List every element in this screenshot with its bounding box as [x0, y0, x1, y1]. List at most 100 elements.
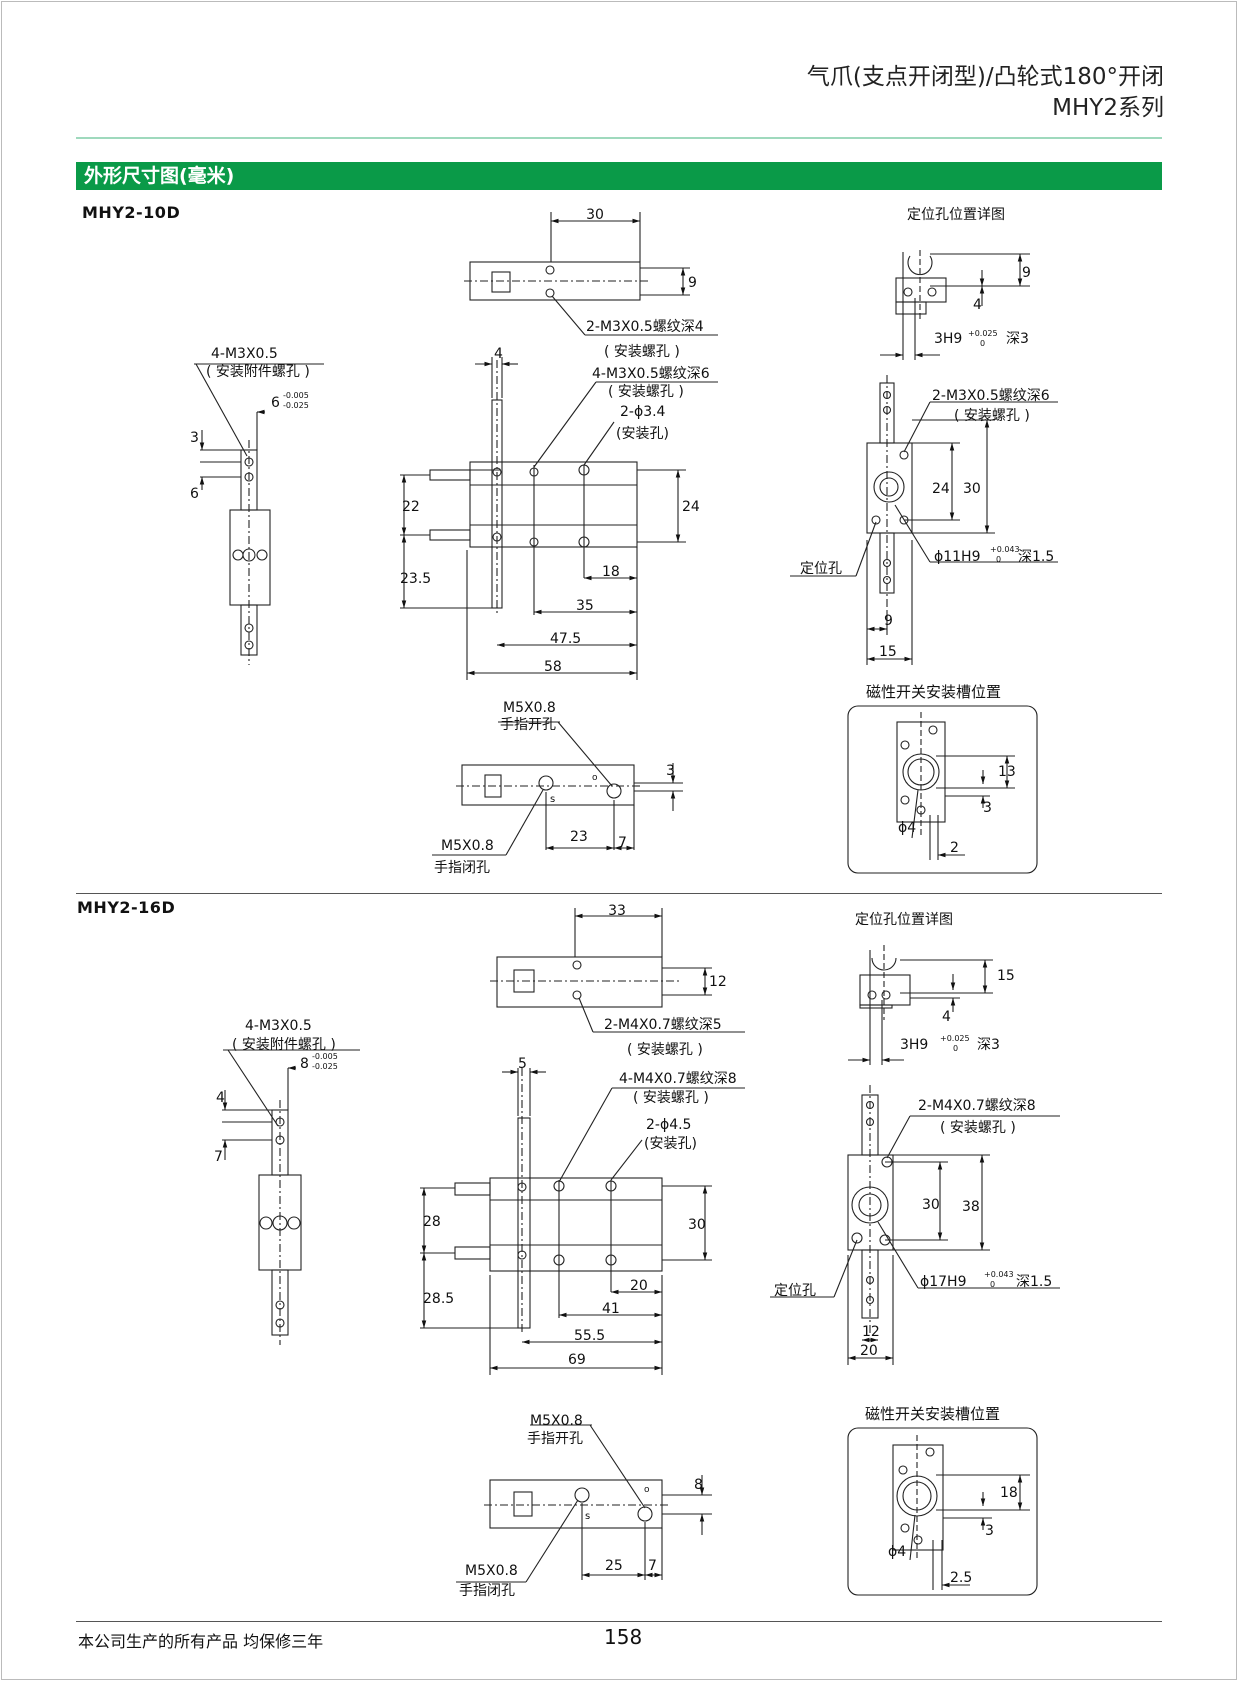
- open-thread-16d: M5X0.8: [530, 1413, 583, 1429]
- detail-view-16d: [848, 945, 993, 1065]
- model-title-16d: MHY2-16D: [77, 898, 176, 917]
- hole-16d-front: 2-ϕ4.5: [646, 1117, 691, 1133]
- dim-10d-side-3: 3: [190, 430, 199, 446]
- header-series: MHY2系列: [1052, 95, 1164, 121]
- tol-up-10d-detail: +0.025: [968, 329, 998, 338]
- thread-note-10d-top: ( 安装螺孔 ): [604, 344, 680, 360]
- mark-s-10d: s: [550, 794, 555, 805]
- dim-10d-bottom-7: 7: [618, 835, 627, 851]
- detail-view-10d: [880, 250, 1030, 360]
- mark-o-10d: o: [592, 773, 598, 783]
- dim-16d-right-38: 38: [962, 1199, 980, 1215]
- dim-10d-top-30: 30: [586, 207, 604, 223]
- right-view-10d: [790, 375, 1058, 665]
- fit-10d-right: ϕ11H9: [934, 549, 980, 565]
- dim-16d-slot-3: 3: [985, 1523, 994, 1539]
- locate-hole-16d: 定位孔: [774, 1283, 816, 1299]
- dim-16d-front-28: 28: [423, 1214, 441, 1230]
- dim-10d-slot-3: 3: [983, 800, 992, 816]
- slot-title-10d: 磁性开关安装槽位置: [866, 683, 1001, 701]
- footer-note: 本公司生产的所有产品 均保修三年: [78, 1632, 324, 1651]
- dim-10d-slot-phi4: ϕ4: [898, 820, 916, 836]
- thread-16d-side: 4-M3X0.5: [245, 1018, 312, 1034]
- dim-16d-front-28-5: 28.5: [423, 1291, 454, 1307]
- footer-rule: [76, 1621, 1162, 1622]
- tol-dn-16d-detail: 0: [953, 1044, 958, 1053]
- thread-10d-front: 4-M3X0.5螺纹深6: [592, 366, 710, 382]
- dim-10d-front-22: 22: [402, 499, 420, 515]
- dim-16d-front-20: 20: [630, 1278, 648, 1294]
- thread-10d-top: 2-M3X0.5螺纹深4: [586, 319, 704, 335]
- note-16d-side: ( 安装附件螺孔 ): [232, 1037, 336, 1053]
- hole-10d-front: 2-ϕ3.4: [620, 404, 666, 420]
- dim-10d-front-4: 4: [494, 346, 503, 362]
- dim-16d-front-41: 41: [602, 1301, 620, 1317]
- page-header: 气爪(支点开闭型)/凸轮式180°开闭 MHY2系列: [807, 62, 1164, 124]
- dim-10d-front-23-5: 23.5: [400, 571, 431, 587]
- close-label-10d: 手指闭孔: [434, 860, 490, 876]
- page-number: 158: [604, 1625, 643, 1649]
- tol-up-16d-side: -0.005: [312, 1052, 338, 1061]
- dim-16d-detail-15: 15: [997, 968, 1015, 984]
- top-view-16d: [490, 908, 745, 1033]
- open-label-16d: 手指开孔: [527, 1431, 583, 1447]
- dim-16d-slot-18: 18: [1000, 1485, 1018, 1501]
- tol-dn-16d-side: -0.025: [312, 1062, 338, 1071]
- depth-10d-detail: 深3: [1006, 331, 1029, 347]
- dim-16d-slot-2-5: 2.5: [950, 1570, 972, 1586]
- model-title-10d: MHY2-10D: [82, 203, 181, 222]
- dim-10d-detail-4: 4: [973, 297, 982, 313]
- dim-16d-front-5: 5: [518, 1056, 527, 1072]
- dim-16d-detail-4: 4: [942, 1009, 951, 1025]
- thread-10d-right: 2-M3X0.5螺纹深6: [932, 388, 1050, 404]
- open-label-10d: 手指开孔: [500, 717, 556, 733]
- dim-16d-side-4: 4: [216, 1090, 225, 1106]
- thread-16d-top: 2-M4X0.7螺纹深5: [604, 1017, 722, 1033]
- thread-16d-right: 2-M4X0.7螺纹深8: [918, 1098, 1036, 1114]
- close-thread-10d: M5X0.8: [441, 838, 494, 854]
- detail-title-16d: 定位孔位置详图: [855, 912, 953, 928]
- dim-10d-right-15: 15: [879, 644, 897, 660]
- thread-note-10d-front: ( 安装螺孔 ): [608, 384, 684, 400]
- mark-o-16d: o: [644, 1485, 650, 1495]
- detail-title-10d: 定位孔位置详图: [907, 207, 1005, 223]
- fit-10d-detail: 3H9: [934, 331, 962, 347]
- header-title: 气爪(支点开闭型)/凸轮式180°开闭: [806, 64, 1164, 90]
- dim-16d-right-20: 20: [860, 1343, 878, 1359]
- locate-hole-10d: 定位孔: [800, 561, 842, 577]
- depth-16d-detail: 深3: [977, 1037, 1000, 1053]
- dim-16d-front-55-5: 55.5: [574, 1328, 605, 1344]
- mark-s-16d: s: [585, 1511, 590, 1522]
- dim-10d-front-35: 35: [576, 598, 594, 614]
- thread-note-16d-front: ( 安装螺孔 ): [633, 1090, 709, 1106]
- bottom-view-10d: [432, 721, 683, 856]
- dim-10d-right-24: 24: [932, 481, 950, 497]
- close-label-16d: 手指闭孔: [459, 1583, 515, 1599]
- dim-10d-front-58: 58: [544, 659, 562, 675]
- drawing-16d: [222, 908, 1060, 1596]
- slot-title-16d: 磁性开关安装槽位置: [865, 1405, 1000, 1423]
- thread-note-16d-right: ( 安装螺孔 ): [940, 1120, 1016, 1136]
- dim-16d-right-30: 30: [922, 1197, 940, 1213]
- fit-16d-right: ϕ17H9: [920, 1274, 966, 1290]
- dim-16d-top-12: 12: [709, 974, 727, 990]
- tol-dn-10d-side: -0.025: [283, 401, 309, 410]
- dim-10d-front-24: 24: [682, 499, 700, 515]
- dim-16d-bottom-7: 7: [648, 1558, 657, 1574]
- dim-16d-right-12: 12: [862, 1324, 880, 1340]
- dim-10d-side-width: 6: [271, 395, 280, 411]
- dim-16d-side-width: 8: [300, 1056, 309, 1072]
- section-title: 外形尺寸图(毫米): [76, 162, 1162, 190]
- header-rule: [76, 137, 1162, 139]
- dim-16d-bottom-8: 8: [694, 1477, 703, 1493]
- dim-10d-bottom-3: 3: [666, 763, 675, 779]
- dim-16d-front-30: 30: [688, 1217, 706, 1233]
- depth-16d-right: 深1.5: [1016, 1274, 1052, 1290]
- dim-16d-side-7: 7: [214, 1149, 223, 1165]
- tol-up-16d-right: +0.043: [984, 1270, 1014, 1279]
- dim-10d-bottom-23: 23: [570, 829, 588, 845]
- side-view-10d: [194, 363, 324, 665]
- dim-10d-right-9: 9: [884, 613, 893, 629]
